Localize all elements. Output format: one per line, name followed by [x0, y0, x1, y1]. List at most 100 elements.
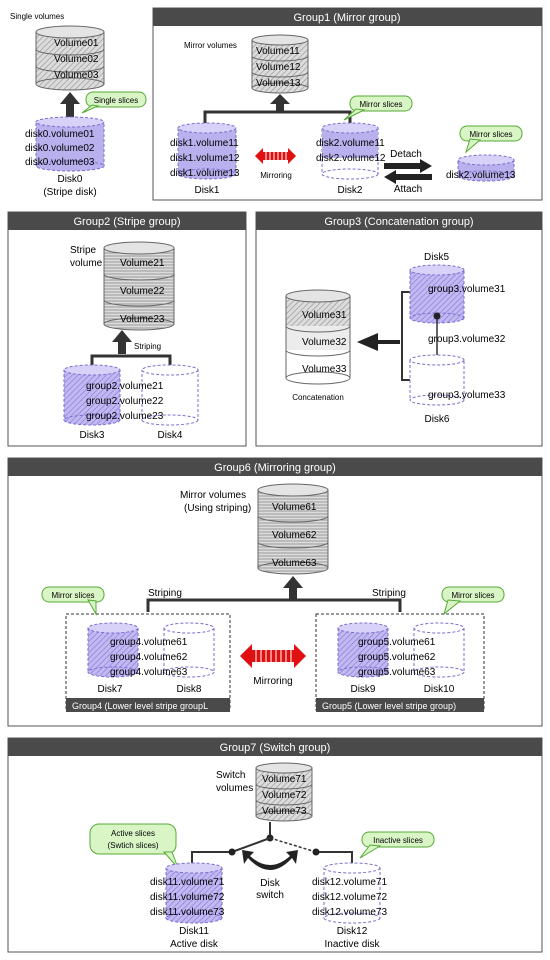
svg-text:group5.volume61: group5.volume61	[358, 637, 436, 648]
group7-right-callout: Inactive slices	[359, 831, 435, 859]
svg-text:disk11.volume72: disk11.volume72	[150, 892, 225, 903]
svg-text:Disk10: Disk10	[424, 684, 455, 695]
svg-text:group5.volume63: group5.volume63	[358, 667, 436, 678]
svg-text:Volume62: Volume62	[272, 530, 317, 541]
group1-mid-callout: Mirror slices	[343, 95, 413, 121]
svg-text:group4.volume62: group4.volume62	[110, 652, 188, 663]
group1-content: Mirror volumes Volume11 Volume12 Volume1…	[170, 34, 523, 196]
svg-text:disk1.volume13: disk1.volume13	[170, 168, 240, 179]
svg-text:disk11.volume73: disk11.volume73	[150, 907, 225, 918]
disk3-cylinder	[63, 364, 121, 426]
group6-left-callout: Mirror slices	[41, 586, 105, 616]
disk9-cylinder	[337, 622, 389, 678]
svg-text:Disk4: Disk4	[157, 430, 182, 441]
disk5-cylinder: group3.volume31	[409, 264, 506, 324]
disk0-slice-3: disk0.volume03	[25, 157, 95, 168]
disk0-slice-2: disk0.volume02	[25, 143, 95, 154]
mirror-volumes-label: Mirror volumes	[184, 41, 237, 50]
svg-text:Volume63: Volume63	[272, 558, 317, 569]
svg-text:Volume13: Volume13	[256, 78, 301, 89]
svg-text:Inactive slices: Inactive slices	[373, 836, 423, 845]
group1-title: Group1 (Mirror group)	[294, 12, 401, 24]
group7-content: Switch volumes Volume71 Volume72 Volume7…	[89, 762, 435, 950]
svg-text:Disk11: Disk11	[179, 926, 209, 937]
disk0-note: (Stripe disk)	[43, 187, 96, 198]
svg-text:group3.volume33: group3.volume33	[428, 390, 506, 401]
svg-text:Volume71: Volume71	[262, 774, 307, 785]
group3-volume-stack: Volume31 Volume32 Volume33	[285, 289, 351, 385]
svg-text:disk2.volume11: disk2.volume11	[316, 138, 385, 149]
disk1-cylinder: disk1.volume11 disk1.volume12 disk1.volu…	[170, 122, 240, 180]
svg-text:Switch: Switch	[216, 770, 245, 781]
svg-text:Volume22: Volume22	[120, 286, 165, 297]
svg-text:group5.volume62: group5.volume62	[358, 652, 436, 663]
svg-text:Attach: Attach	[394, 184, 422, 195]
svg-text:Volume12: Volume12	[256, 62, 301, 73]
svg-text:Mirror slices: Mirror slices	[451, 591, 494, 600]
disk0-cylinder: disk0.volume01 disk0.volume02 disk0.volu…	[25, 116, 105, 172]
svg-text:Single slices: Single slices	[94, 96, 138, 105]
volume03-label: Volume03	[54, 70, 99, 81]
svg-text:Active disk: Active disk	[170, 939, 219, 950]
disk0-label: Disk0	[57, 174, 82, 185]
svg-text:group3.volume31: group3.volume31	[428, 284, 506, 295]
detached-slice-cylinder: disk2.volume13	[446, 154, 516, 182]
svg-text:group3.volume32: group3.volume32	[428, 334, 506, 345]
svg-text:Disk1: Disk1	[194, 185, 219, 196]
group3-title: Group3 (Concatenation group)	[324, 216, 473, 228]
svg-text:group4.volume61: group4.volume61	[110, 637, 188, 648]
svg-text:Striping: Striping	[134, 342, 161, 351]
svg-text:group4.volume63: group4.volume63	[110, 667, 188, 678]
svg-text:Disk5: Disk5	[424, 252, 449, 263]
svg-text:disk12.volume71: disk12.volume71	[312, 877, 387, 888]
svg-text:Volume32: Volume32	[302, 337, 347, 348]
svg-text:Disk8: Disk8	[176, 684, 201, 695]
disk8-cylinder	[163, 622, 215, 678]
group6-content: Mirror volumes (Using striping) Volume61…	[41, 483, 505, 712]
svg-text:Active slices: Active slices	[111, 829, 155, 838]
svg-text:Volume61: Volume61	[272, 502, 317, 513]
svg-text:group2.volume22: group2.volume22	[86, 396, 164, 407]
group6-title: Group6 (Mirroring group)	[214, 462, 336, 474]
svg-text:Volume72: Volume72	[262, 790, 307, 801]
svg-text:Volume21: Volume21	[120, 258, 165, 269]
svg-text:Volume73: Volume73	[262, 806, 307, 817]
svg-text:Disk12: Disk12	[337, 926, 368, 937]
disk7-cylinder	[87, 622, 139, 678]
single-slices-callout: Single slices	[81, 91, 147, 114]
group7-volume-stack: Volume71 Volume72 Volume73	[255, 762, 313, 822]
disk12-cylinder	[323, 862, 381, 924]
svg-text:group2.volume21: group2.volume21	[86, 381, 164, 392]
disk11-cylinder	[165, 862, 223, 924]
group2-content: Stripe volume Volume21 Volume22 Volume23…	[63, 241, 199, 441]
svg-text:group2.volume23: group2.volume23	[86, 411, 164, 422]
disk-switch-arrow	[242, 850, 298, 870]
svg-text:disk11.volume71: disk11.volume71	[150, 877, 225, 888]
disk10-cylinder	[413, 622, 465, 678]
svg-text:disk1.volume11: disk1.volume11	[170, 138, 239, 149]
group3-content: Volume31 Volume32 Volume33 Concatenation…	[285, 252, 506, 425]
svg-text:Disk7: Disk7	[97, 684, 122, 695]
svg-text:Group5 (Lower level stripe gro: Group5 (Lower level stripe group)	[322, 701, 456, 711]
group7-title: Group7 (Switch group)	[220, 742, 331, 754]
svg-text:Disk: Disk	[260, 878, 280, 889]
svg-text:Mirror slices: Mirror slices	[469, 130, 512, 139]
svg-text:Detach: Detach	[390, 149, 422, 160]
group2-title: Group2 (Stripe group)	[74, 216, 181, 228]
svg-text:Group4 (Lower level stripe gro: Group4 (Lower level stripe groupL	[72, 701, 208, 711]
svg-text:disk12.volume72: disk12.volume72	[312, 892, 387, 903]
group1-volume-stack: Volume11 Volume12 Volume13	[251, 34, 309, 94]
svg-text:(Swtich slices): (Swtich slices)	[107, 841, 158, 850]
disk2-cylinder: disk2.volume11 disk2.volume12	[316, 122, 386, 180]
svg-text:Volume31: Volume31	[302, 310, 347, 321]
group6-right-callout: Mirror slices	[441, 586, 505, 616]
single-volumes-label: Single volumes	[10, 12, 64, 21]
svg-text:Mirror slices: Mirror slices	[51, 591, 94, 600]
svg-text:Concatenation: Concatenation	[292, 393, 344, 402]
svg-text:volume: volume	[70, 258, 103, 269]
svg-text:Disk2: Disk2	[337, 185, 362, 196]
group2-volume-stack: Volume21 Volume22 Volume23	[103, 241, 175, 331]
svg-text:switch: switch	[256, 890, 284, 901]
svg-text:Mirroring: Mirroring	[260, 171, 292, 180]
group6-volume-stack: Volume61 Volume62 Volume63	[257, 483, 329, 575]
